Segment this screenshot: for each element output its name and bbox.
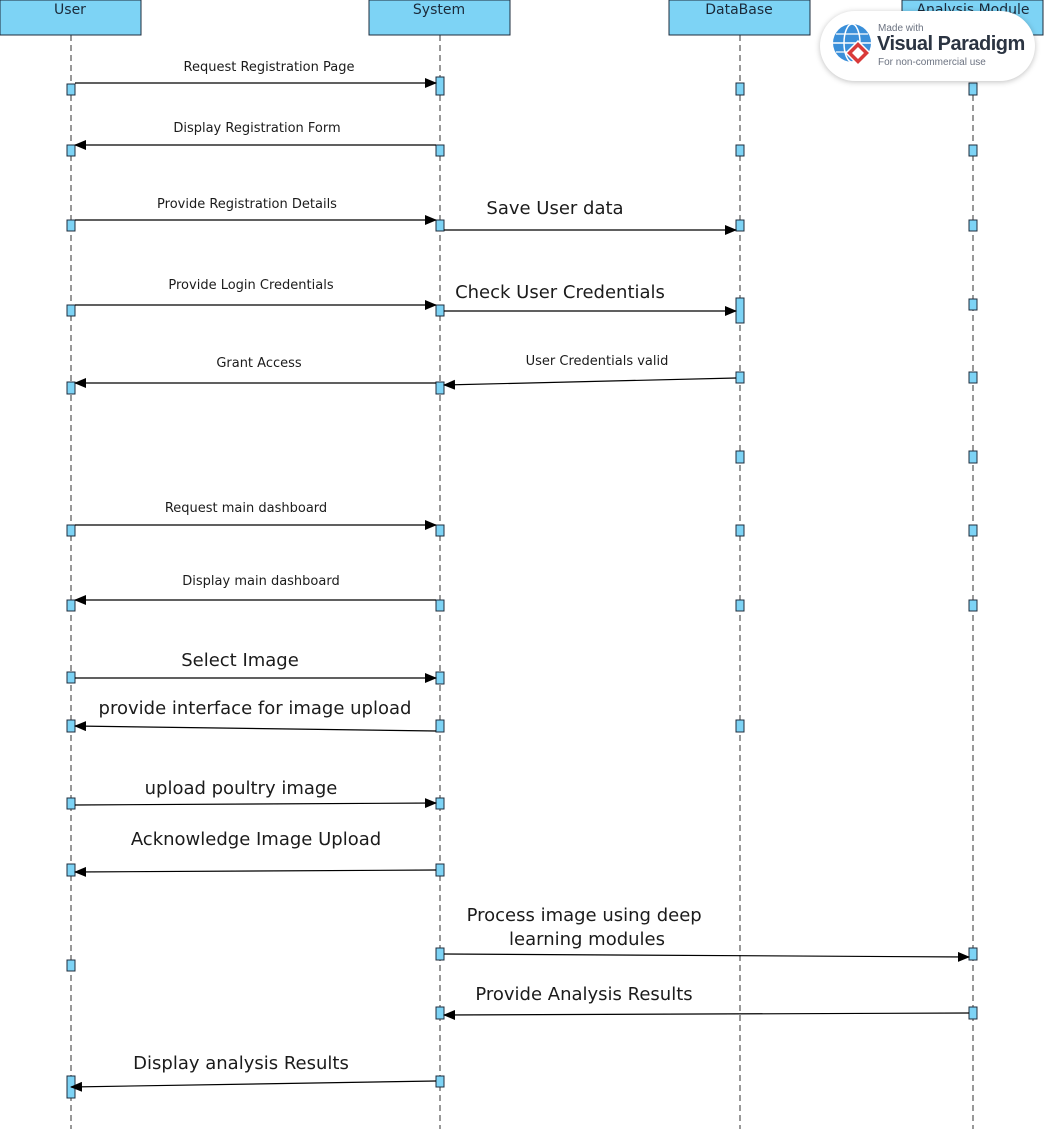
message-label: Provide Analysis Results (475, 984, 692, 1005)
activation-box (66, 304, 76, 317)
activation-box (66, 524, 76, 537)
message-label: Grant Access (216, 356, 302, 371)
lifeline-head-database: DataBase (668, 0, 811, 36)
activation-box (66, 599, 76, 612)
activation-box (435, 599, 445, 612)
visual-paradigm-watermark: Made with Visual Paradigm For non-commer… (820, 11, 1035, 81)
activation-box (435, 144, 445, 157)
message-arrow (74, 798, 437, 809)
watermark-made-with: Made with (878, 23, 924, 34)
message-label: Provide Login Credentials (168, 278, 333, 293)
lifeline-label-user: User (54, 2, 86, 18)
activation-box (435, 381, 445, 395)
activation-box (968, 371, 978, 384)
message-label: Process image using deep learning module… (467, 905, 708, 950)
activation-box (968, 524, 978, 537)
message-label: provide interface for image upload (99, 698, 412, 719)
activation-box (435, 219, 445, 232)
watermark-brand: Visual Paradigm (877, 33, 1025, 55)
activation-box (435, 719, 445, 733)
message-arrow (74, 866, 437, 877)
activation-box (968, 298, 978, 311)
activation-box (435, 76, 445, 96)
activation-box (735, 82, 745, 96)
activation-box (66, 219, 76, 232)
activation-box (66, 863, 76, 877)
message-arrow (443, 377, 737, 390)
activation-box (968, 144, 978, 157)
message-arrow (70, 1080, 437, 1092)
lifeline-label-system: System (413, 2, 465, 18)
message-label-wrapped: learning modules (509, 929, 665, 950)
activation-box (435, 1006, 445, 1020)
activation-box (968, 1006, 978, 1020)
activation-box (968, 219, 978, 232)
message-label: Save User data (486, 198, 623, 219)
message-label: Display analysis Results (133, 1053, 349, 1074)
message-arrow (74, 721, 437, 732)
activation-box (66, 719, 76, 733)
activation-box (435, 671, 445, 685)
activation-box (968, 947, 978, 961)
activation-box (968, 599, 978, 612)
lifeline-head-system: System (368, 0, 511, 36)
message-label: User Credentials valid (526, 354, 669, 369)
activation-box (435, 863, 445, 877)
activation-box (66, 83, 76, 96)
activation-box (735, 297, 745, 324)
activation-box (735, 719, 745, 733)
message-label: Display Registration Form (173, 121, 340, 136)
message-label: Display main dashboard (182, 574, 339, 589)
message-label: Check User Credentials (455, 282, 665, 303)
activation-box (66, 381, 76, 395)
activation-box (735, 144, 745, 157)
message-label: upload poultry image (145, 778, 338, 799)
activation-box (968, 82, 978, 96)
activation-box (66, 797, 76, 810)
lifeline-head-user: User (0, 0, 142, 36)
watermark-note: For non-commercial use (878, 57, 986, 68)
activation-box (66, 671, 76, 684)
activation-box (735, 371, 745, 384)
message-label-wrapped: Process image using deep (467, 905, 702, 926)
activation-box (735, 450, 745, 464)
message-label: Request main dashboard (165, 501, 327, 516)
activation-box (435, 797, 445, 810)
visual-paradigm-logo-icon (833, 23, 872, 67)
activation-box (435, 304, 445, 317)
message-arrow (443, 1009, 970, 1020)
activation-box (968, 450, 978, 464)
activation-box (435, 947, 445, 961)
activation-box (735, 219, 745, 232)
activation-box (435, 1075, 445, 1088)
message-label: Provide Registration Details (157, 197, 337, 212)
message-arrow (443, 951, 970, 962)
lifeline-label-database: DataBase (705, 2, 773, 18)
activation-box (66, 144, 76, 157)
message-label: Select Image (181, 650, 299, 671)
activation-box (735, 599, 745, 612)
message-label: Acknowledge Image Upload (131, 829, 381, 850)
activation-box (735, 524, 745, 537)
activation-box (435, 524, 445, 537)
activation-box (66, 959, 76, 972)
message-label: Request Registration Page (184, 60, 355, 75)
